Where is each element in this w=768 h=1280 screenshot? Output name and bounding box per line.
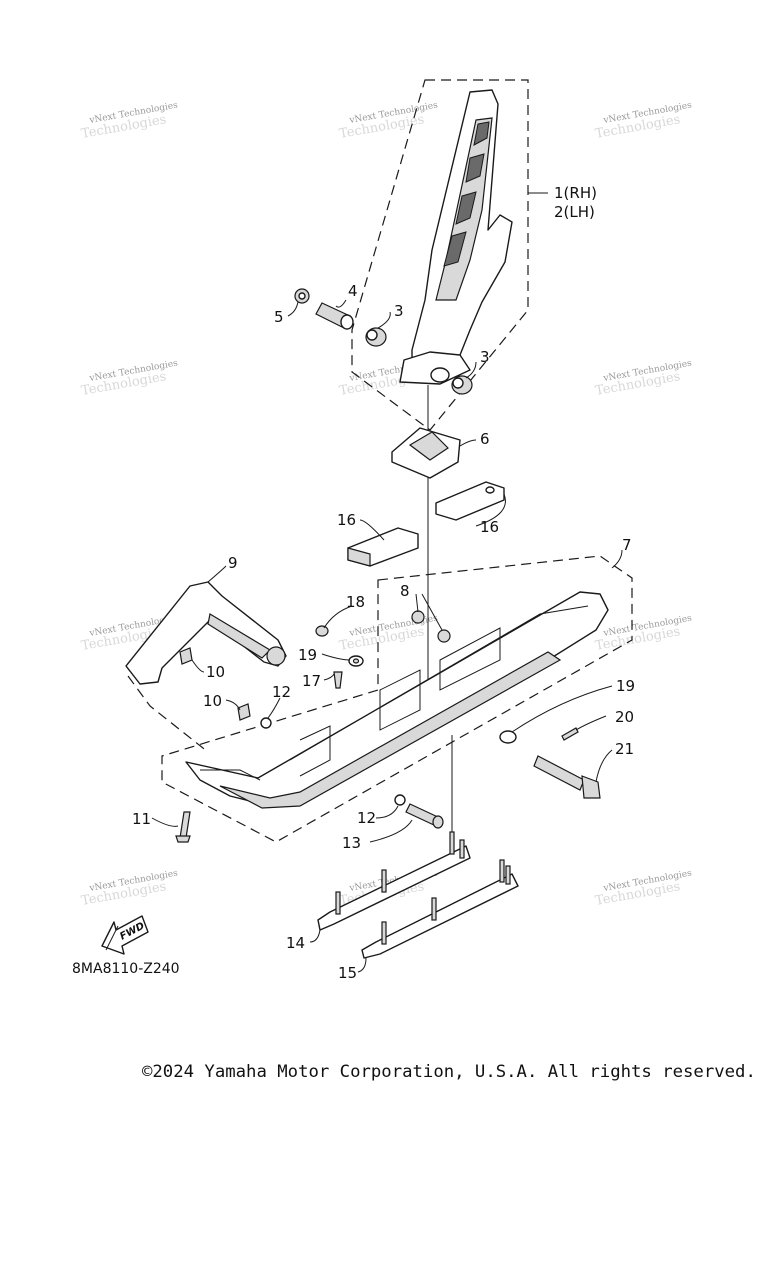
washer-19-right (499, 730, 517, 744)
callout-19-right: 19 (616, 677, 635, 695)
ski (185, 591, 609, 809)
nut-10-upper (179, 647, 193, 665)
washer-12-lower (394, 794, 406, 806)
saddle (391, 427, 461, 479)
cotter-pin-20 (561, 727, 579, 741)
callout-10-lower: 10 (203, 692, 222, 710)
callout-21: 21 (615, 740, 634, 758)
callout-11: 11 (132, 810, 151, 828)
spindle-group-outline (351, 79, 529, 431)
bolt-21 (533, 755, 601, 799)
runner-15 (361, 859, 519, 959)
callout-17: 17 (302, 672, 321, 690)
bushing-upper (365, 327, 387, 347)
callout-16-right: 16 (480, 518, 499, 536)
callout-6: 6 (480, 430, 490, 448)
grab-handle-group-outline (127, 675, 209, 753)
cap (294, 288, 310, 304)
callout-4: 4 (348, 282, 358, 300)
copyright-notice: ©2024 Yamaha Motor Corporation, U.S.A. A… (142, 1062, 756, 1082)
spindle (399, 89, 513, 385)
callout-13: 13 (342, 834, 361, 852)
nut-18 (315, 625, 329, 637)
washer-19-left (348, 655, 364, 667)
callout-2: 2(LH) (554, 203, 595, 221)
bolt-11 (175, 811, 191, 843)
bushing-lower (451, 375, 473, 395)
diagram-code: 8MA8110-Z240 (72, 961, 180, 977)
pivot-pin (315, 302, 354, 330)
callout-1: 1(RH) (554, 184, 597, 202)
callout-20: 20 (615, 708, 634, 726)
callout-19-left: 19 (298, 646, 317, 664)
nut-10-lower (237, 703, 251, 721)
callout-15: 15 (338, 964, 357, 982)
collar-17 (333, 671, 343, 689)
callout-labels: 1(RH) 2(LH) 4 5 3 3 6 16 16 7 9 8 18 10 … (132, 184, 635, 982)
callout-12-upper: 12 (272, 683, 291, 701)
fwd-arrow-icon: FWD (101, 915, 149, 955)
callout-16-left: 16 (337, 511, 356, 529)
callout-10-upper: 10 (206, 663, 225, 681)
callout-3-lower: 3 (480, 348, 490, 366)
wear-pad-right (435, 481, 505, 521)
callout-9: 9 (228, 554, 238, 572)
washer-12-upper (260, 717, 272, 729)
stud-pair (411, 610, 451, 643)
callout-12-lower: 12 (357, 809, 376, 827)
leader-lines (151, 192, 623, 973)
callout-8: 8 (400, 582, 410, 600)
callout-18: 18 (346, 593, 365, 611)
callout-5: 5 (274, 308, 284, 326)
bolt-13 (405, 803, 444, 829)
wear-pad-left (347, 527, 419, 567)
callout-14: 14 (286, 934, 305, 952)
callout-7: 7 (622, 536, 632, 554)
callout-3-upper: 3 (394, 302, 404, 320)
